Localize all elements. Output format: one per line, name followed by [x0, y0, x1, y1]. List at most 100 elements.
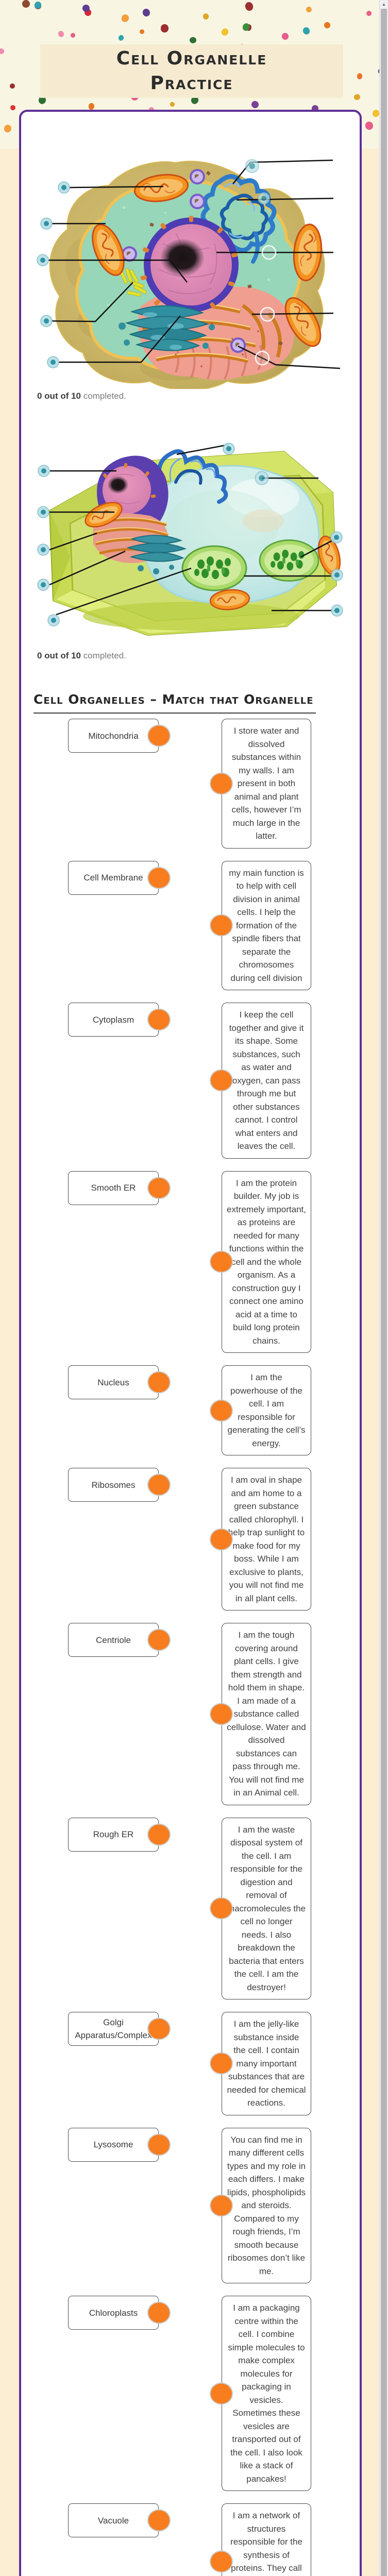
confetti-dot [220, 27, 229, 37]
label-pin[interactable] [330, 531, 343, 544]
term-connector-handle[interactable] [147, 867, 171, 889]
term-connector-handle[interactable] [147, 724, 171, 747]
confetti-dot [70, 32, 76, 38]
label-pin[interactable] [40, 217, 53, 230]
description-connector-handle[interactable] [210, 2382, 233, 2404]
term-connector-handle[interactable] [147, 1629, 171, 1651]
matching-rows: Mitochondria I store water and dissolved… [21, 719, 360, 2576]
confetti-dot [117, 34, 125, 42]
organelle-description-box: I am the jelly-like substance inside the… [210, 2012, 311, 2115]
label-pin[interactable] [37, 579, 49, 591]
confetti-dot [365, 10, 373, 18]
organelle-description-box: You can find me in many different cells … [210, 2127, 311, 2283]
confetti-dot [364, 121, 374, 131]
label-pin[interactable] [255, 471, 269, 485]
organelle-description-text: I am a packaging centre within the cell.… [228, 2303, 305, 2484]
scrollbar-thumb[interactable] [381, 9, 387, 2576]
label-pin[interactable] [47, 614, 60, 626]
description-connector-handle[interactable] [210, 1399, 233, 1421]
description-connector-handle[interactable] [210, 1250, 233, 1273]
term-connector-handle[interactable] [147, 2509, 171, 2532]
page-title-line1: Cell Organelle [116, 48, 267, 69]
confetti-dot [250, 99, 260, 109]
term-connector-handle[interactable] [147, 1473, 171, 1496]
organelle-term-label: Nucleus [97, 1377, 129, 1387]
label-pin[interactable] [38, 465, 50, 477]
golgi-illustration [126, 535, 187, 574]
label-pin[interactable] [258, 192, 270, 205]
page-title-line2: Practice [150, 73, 233, 94]
description-connector-handle[interactable] [210, 1703, 233, 1725]
match-row: Smooth ER I am the protein builder. My j… [21, 1171, 360, 1353]
description-connector-handle[interactable] [210, 914, 233, 937]
label-pin[interactable] [331, 604, 343, 617]
organelle-term-box: Cell Membrane [68, 860, 171, 895]
organelle-term-box: Centriole [68, 1623, 171, 1657]
description-connector-handle[interactable] [210, 1069, 233, 1092]
description-connector-handle[interactable] [210, 2550, 233, 2573]
description-connector-handle[interactable] [210, 1897, 233, 1920]
term-connector-handle[interactable] [147, 1177, 171, 1199]
description-connector-handle[interactable] [210, 2052, 233, 2075]
scroll-up-icon: ▲ [382, 2, 386, 7]
confetti-dot [21, 0, 31, 9]
confetti-dot [372, 109, 380, 117]
label-pin[interactable] [331, 569, 343, 581]
organelle-term-box: Cytoplasm [68, 1003, 171, 1037]
confetti-dot [323, 21, 331, 29]
confetti-dot [244, 1, 255, 12]
organelle-description-text: I am a network of structures responsible… [230, 2511, 302, 2573]
organelle-term-box: Ribosomes [68, 1468, 171, 1502]
label-pin[interactable] [245, 159, 259, 173]
drop-ring[interactable] [255, 350, 270, 366]
organelle-description-text: I am the jelly-like substance inside the… [227, 2019, 306, 2108]
plant-progress-status: 0 out of 10 completed. [37, 651, 126, 660]
organelle-description-box: I am a network of structures responsible… [210, 2503, 311, 2576]
label-pin[interactable] [223, 443, 235, 455]
confetti-dot [0, 47, 5, 55]
match-row: Mitochondria I store water and dissolved… [21, 719, 360, 849]
match-row: Cytoplasm I keep the cell together and g… [21, 1003, 360, 1159]
chloroplast-illustration [181, 545, 247, 591]
label-pin[interactable] [40, 315, 53, 327]
organelle-term-label: Chloroplasts [89, 2308, 138, 2318]
organelle-description-text: my main function is to help with cell di… [229, 868, 304, 983]
description-connector-handle[interactable] [210, 1528, 233, 1550]
term-connector-handle[interactable] [147, 1823, 171, 1845]
label-pin[interactable] [37, 254, 49, 266]
scroll-up-button[interactable]: ▲ [380, 0, 388, 9]
organelle-description-text: I store water and dissolved substances w… [231, 726, 301, 841]
organelle-description-text: I am the protein builder. My job is extr… [227, 1178, 306, 1346]
description-connector-handle[interactable] [210, 2194, 233, 2217]
vertical-scrollbar[interactable]: ▲ ▼ [379, 0, 388, 2576]
description-connector-handle[interactable] [210, 772, 233, 795]
term-connector-handle[interactable] [147, 2018, 171, 2040]
term-connector-handle[interactable] [147, 2133, 171, 2156]
drop-ring[interactable] [260, 307, 275, 322]
label-pin[interactable] [37, 544, 49, 556]
chloroplast-illustration [259, 539, 319, 582]
organelle-term-label: Centriole [95, 1635, 131, 1645]
term-connector-handle[interactable] [147, 1008, 171, 1031]
label-pin[interactable] [58, 181, 70, 194]
lysosome-illustration [190, 169, 205, 184]
centriole-illustration [119, 268, 147, 297]
drop-ring[interactable] [261, 245, 277, 260]
organelle-description-text: You can find me in many different cells … [227, 2134, 306, 2276]
match-row: Vacuole I am a network of structures res… [21, 2503, 360, 2576]
label-lines [48, 159, 341, 369]
organelle-description-box: I am a packaging centre within the cell.… [210, 2296, 311, 2491]
organelle-description-text: I am the tough covering around plant cel… [227, 1630, 306, 1798]
nucleus-illustration [140, 216, 239, 315]
term-connector-handle[interactable] [147, 2301, 171, 2324]
term-connector-handle[interactable] [147, 1371, 171, 1394]
confetti-dot [139, 29, 145, 35]
label-pin[interactable] [37, 506, 49, 518]
match-row: Rough ER I am the waste disposal system … [21, 1817, 360, 1999]
match-row: Centriole I am the tough covering around… [21, 1623, 360, 1805]
confetti-dot [281, 32, 290, 41]
confetti-dot [203, 13, 209, 20]
organelle-term-box: Vacuole [68, 2503, 171, 2537]
label-pin[interactable] [47, 356, 59, 368]
lysosome-illustration [190, 194, 205, 209]
